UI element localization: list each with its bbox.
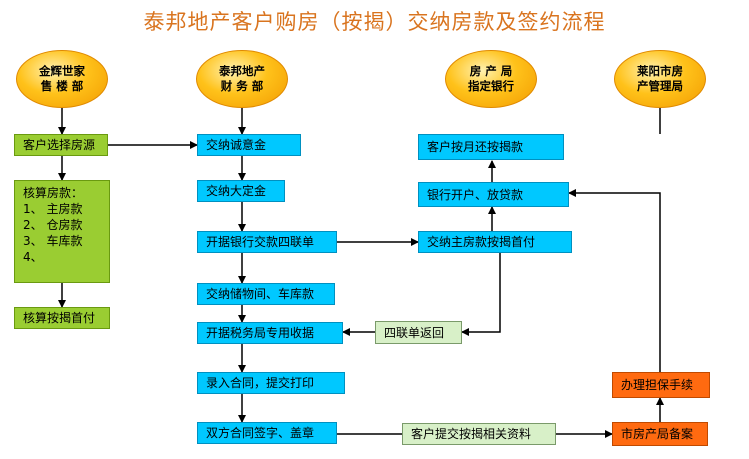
step-contract-sign: 双方合同签字、盖章 [197, 422, 337, 444]
step-calc-down-payment: 核算按揭首付 [14, 307, 110, 329]
calc-item: 1、 主房款 [23, 202, 83, 216]
lane-label: 售 楼 部 [40, 79, 84, 93]
step-bank-loan: 银行开户、放贷款 [418, 182, 569, 207]
arrow-guarantee-loan [568, 189, 661, 372]
step-invoice-return: 四联单返回 [375, 321, 462, 344]
calc-title: 核算房款： [23, 186, 84, 200]
lane-label: 房 产 局 [469, 64, 513, 78]
lane-label: 泰邦地产 [219, 64, 265, 78]
lane-bank-oval: 房 产 局 指定银行 [445, 50, 537, 108]
step-storage-payment: 交纳储物间、车库款 [197, 283, 335, 305]
lane-label: 莱阳市房 [637, 64, 683, 78]
calc-item: 4、 [23, 250, 43, 264]
step-big-deposit: 交纳大定金 [197, 180, 285, 202]
step-bureau-record: 市房产局备案 [612, 422, 708, 446]
page-title: 泰邦地产客户购房（按揭）交纳房款及签约流程 [143, 10, 606, 34]
lane-label: 财 务 部 [220, 79, 264, 93]
lane-label: 产管理局 [637, 79, 683, 93]
lane-finance-oval: 泰邦地产 财 务 部 [196, 50, 288, 108]
step-monthly-repay: 客户按月还按揭款 [418, 134, 564, 160]
step-deposit: 交纳诚意金 [197, 134, 301, 156]
step-bank-invoice: 开据银行交款四联单 [197, 231, 337, 253]
step-pay-main: 交纳主房款按揭首付 [418, 231, 572, 253]
step-select-house: 客户选择房源 [14, 134, 108, 156]
step-tax-receipt: 开据税务局专用收据 [197, 322, 343, 344]
lane-bureau-oval: 莱阳市房 产管理局 [614, 50, 706, 108]
calc-item: 3、 车库款 [23, 234, 83, 248]
arrow-pay-return [461, 253, 501, 336]
calc-item: 2、 仓房款 [23, 218, 83, 232]
lane-label: 金辉世家 [39, 64, 85, 78]
step-calc-price: 核算房款： 1、 主房款 2、 仓房款 3、 车库款 4、 [14, 180, 110, 283]
step-guarantee: 办理担保手续 [612, 372, 710, 398]
lane-label: 指定银行 [468, 79, 514, 93]
lane-sales-oval: 金辉世家 售 楼 部 [16, 50, 108, 108]
step-submit-materials: 客户提交按揭相关资料 [402, 423, 556, 445]
step-contract-entry: 录入合同，提交打印 [197, 372, 345, 394]
